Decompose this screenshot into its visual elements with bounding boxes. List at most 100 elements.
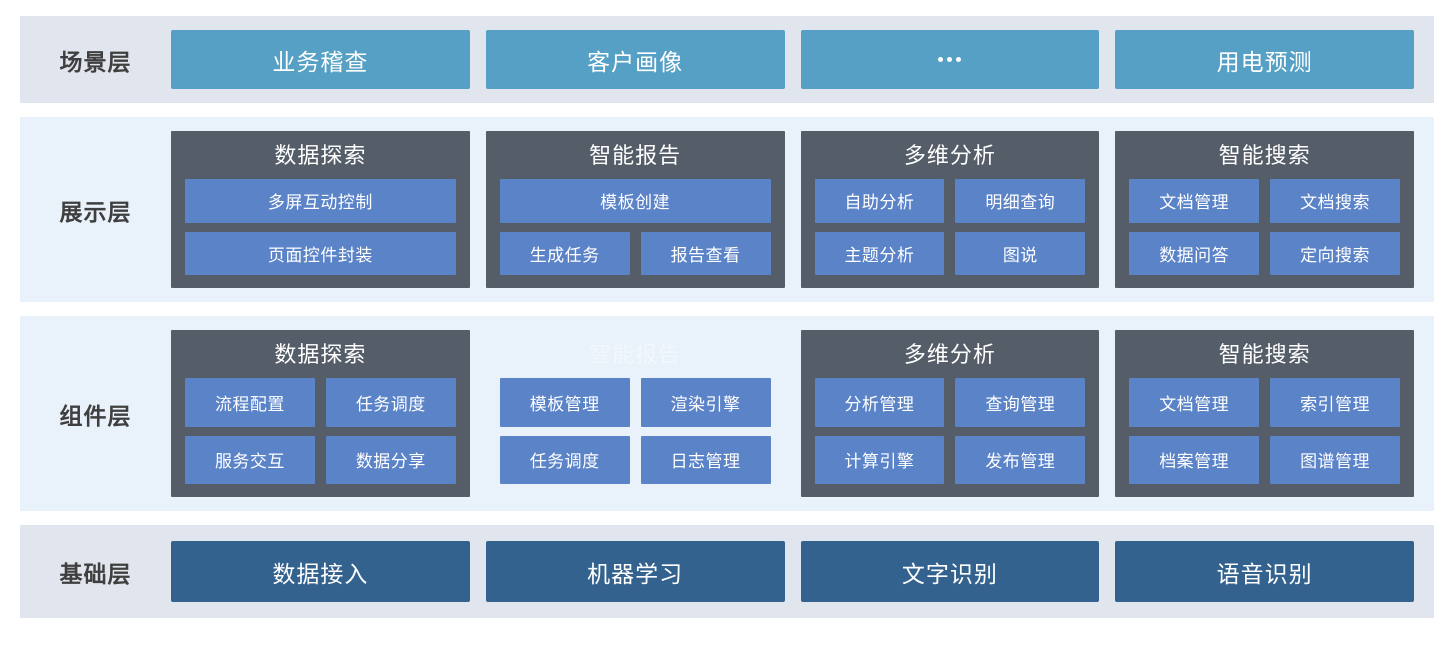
card-presentation-data-exploration[interactable]: 数据探索 多屏互动控制 页面控件封装 xyxy=(171,131,470,288)
chip-document-management[interactable]: 文档管理 xyxy=(1129,179,1260,223)
chip-chart-narrative[interactable]: 图说 xyxy=(955,231,1086,275)
chip-log-management[interactable]: 日志管理 xyxy=(640,435,771,484)
layer-row-presentation: 展示层 数据探索 多屏互动控制 页面控件封装 xyxy=(20,117,1434,302)
ellipsis-icon xyxy=(938,57,962,62)
card-title: 多维分析 xyxy=(903,342,996,367)
chip-row: 数据问答 定向搜索 xyxy=(1129,231,1400,275)
card-title: 智能搜索 xyxy=(1218,342,1311,367)
chip-row: 自助分析 明细查询 xyxy=(814,179,1086,223)
chip-report-view[interactable]: 报告查看 xyxy=(640,231,771,275)
card-body: 分析管理 查询管理 计算引擎 发布管理 xyxy=(814,378,1086,484)
component-cards: 数据探索 流程配置 任务调度 服务交互 数据分享 智能 xyxy=(171,316,1434,511)
scenario-col-3 xyxy=(800,30,1100,89)
chip-row: 页面控件封装 xyxy=(185,231,456,275)
card-title: 多维分析 xyxy=(903,143,996,168)
chip-archive-management[interactable]: 档案管理 xyxy=(1129,435,1260,484)
chip-row: 服务交互 数据分享 xyxy=(185,435,456,484)
chip-row: 文档管理 文档搜索 xyxy=(1129,179,1400,223)
chip-detail-query[interactable]: 明细查询 xyxy=(955,179,1086,223)
presentation-col-3: 多维分析 自助分析 明细查询 主题分析 图说 xyxy=(800,131,1100,288)
presentation-col-4: 智能搜索 文档管理 文档搜索 数据问答 定向搜索 xyxy=(1115,131,1414,288)
component-col-2: 智能报告 模板管理 渲染引擎 任务调度 日志管理 xyxy=(486,330,785,497)
chip-targeted-search[interactable]: 定向搜索 xyxy=(1270,231,1400,275)
card-presentation-multidim-analysis[interactable]: 多维分析 自助分析 明细查询 主题分析 图说 xyxy=(800,131,1100,288)
chip-row: 多屏互动控制 xyxy=(185,179,456,223)
card-body: 流程配置 任务调度 服务交互 数据分享 xyxy=(185,378,456,484)
card-presentation-smart-search[interactable]: 智能搜索 文档管理 文档搜索 数据问答 定向搜索 xyxy=(1115,131,1414,288)
chip-row: 分析管理 查询管理 xyxy=(814,378,1086,427)
foundation-blocks: 数据接入 机器学习 文字识别 语音识别 xyxy=(171,525,1434,618)
chip-template-management[interactable]: 模板管理 xyxy=(499,378,630,427)
chip-flow-config[interactable]: 流程配置 xyxy=(185,378,315,427)
chip-generate-task[interactable]: 生成任务 xyxy=(499,231,630,275)
chip-row: 模板管理 渲染引擎 xyxy=(499,378,771,427)
card-body: 模板管理 渲染引擎 任务调度 日志管理 xyxy=(499,378,771,484)
card-component-smart-search[interactable]: 智能搜索 文档管理 索引管理 档案管理 图谱管理 xyxy=(1115,330,1414,497)
component-col-3: 多维分析 分析管理 查询管理 计算引擎 发布管理 xyxy=(800,330,1100,497)
chip-render-engine[interactable]: 渲染引擎 xyxy=(640,378,771,427)
scenario-col-4: 用电预测 xyxy=(1115,30,1414,89)
chip-index-management[interactable]: 索引管理 xyxy=(1270,378,1400,427)
layer-row-foundation: 基础层 数据接入 机器学习 文字识别 语音识别 xyxy=(20,525,1434,618)
chip-data-sharing[interactable]: 数据分享 xyxy=(325,435,456,484)
chip-publish-management[interactable]: 发布管理 xyxy=(955,435,1086,484)
scenario-block-customer-profile[interactable]: 客户画像 xyxy=(485,30,785,89)
chip-knowledge-graph-management[interactable]: 图谱管理 xyxy=(1270,435,1400,484)
chip-document-search[interactable]: 文档搜索 xyxy=(1270,179,1400,223)
component-col-1: 数据探索 流程配置 任务调度 服务交互 数据分享 xyxy=(171,330,470,497)
chip-task-scheduling[interactable]: 任务调度 xyxy=(325,378,456,427)
scenario-block-business-audit[interactable]: 业务稽查 xyxy=(171,30,470,89)
foundation-col-1: 数据接入 xyxy=(171,541,470,602)
card-title: 智能报告 xyxy=(589,342,682,367)
card-body: 多屏互动控制 页面控件封装 xyxy=(185,179,456,275)
chip-template-create[interactable]: 模板创建 xyxy=(499,179,771,223)
chip-row: 流程配置 任务调度 xyxy=(185,378,456,427)
card-component-data-exploration[interactable]: 数据探索 流程配置 任务调度 服务交互 数据分享 xyxy=(171,330,470,497)
scenario-blocks: 业务稽查 客户画像 用电预测 xyxy=(171,16,1434,103)
layer-label-foundation: 基础层 xyxy=(59,560,132,587)
foundation-block-data-ingestion[interactable]: 数据接入 xyxy=(171,541,470,602)
chip-row: 主题分析 图说 xyxy=(814,231,1086,275)
chip-widget-encapsulation[interactable]: 页面控件封装 xyxy=(185,231,456,275)
scenario-block-more[interactable] xyxy=(800,30,1100,89)
chip-topic-analysis[interactable]: 主题分析 xyxy=(814,231,945,275)
chip-analysis-management[interactable]: 分析管理 xyxy=(814,378,945,427)
layer-label-scenario: 场景层 xyxy=(59,48,132,75)
card-title: 数据探索 xyxy=(274,342,367,367)
chip-self-service-analysis[interactable]: 自助分析 xyxy=(814,179,945,223)
layer-label-presentation: 展示层 xyxy=(59,198,132,225)
card-component-multidim-analysis[interactable]: 多维分析 分析管理 查询管理 计算引擎 发布管理 xyxy=(800,330,1100,497)
chip-service-interaction[interactable]: 服务交互 xyxy=(185,435,315,484)
foundation-col-3: 文字识别 xyxy=(800,541,1100,602)
scenario-block-power-forecast[interactable]: 用电预测 xyxy=(1115,30,1414,89)
card-presentation-smart-report[interactable]: 智能报告 模板创建 生成任务 报告查看 xyxy=(485,131,785,288)
card-title: 智能搜索 xyxy=(1218,143,1311,168)
foundation-col-4: 语音识别 xyxy=(1115,541,1414,602)
chip-task-scheduling[interactable]: 任务调度 xyxy=(499,435,630,484)
card-component-smart-report[interactable]: 智能报告 模板管理 渲染引擎 任务调度 日志管理 xyxy=(486,330,785,497)
chip-row: 文档管理 索引管理 xyxy=(1129,378,1400,427)
foundation-block-machine-learning[interactable]: 机器学习 xyxy=(485,541,785,602)
foundation-block-speech-recognition[interactable]: 语音识别 xyxy=(1115,541,1414,602)
chip-query-management[interactable]: 查询管理 xyxy=(955,378,1086,427)
chip-multi-screen-control[interactable]: 多屏互动控制 xyxy=(185,179,456,223)
chip-row: 生成任务 报告查看 xyxy=(499,231,771,275)
card-body: 文档管理 文档搜索 数据问答 定向搜索 xyxy=(1129,179,1400,275)
chip-row: 计算引擎 发布管理 xyxy=(814,435,1086,484)
scenario-col-1: 业务稽查 xyxy=(171,30,470,89)
chip-data-qa[interactable]: 数据问答 xyxy=(1129,231,1260,275)
chip-compute-engine[interactable]: 计算引擎 xyxy=(814,435,945,484)
foundation-col-2: 机器学习 xyxy=(485,541,785,602)
card-body: 文档管理 索引管理 档案管理 图谱管理 xyxy=(1129,378,1400,484)
layer-row-scenario: 场景层 业务稽查 客户画像 用电预测 xyxy=(20,16,1434,103)
presentation-cards: 数据探索 多屏互动控制 页面控件封装 智能报告 xyxy=(171,117,1434,302)
chip-document-management[interactable]: 文档管理 xyxy=(1129,378,1260,427)
layer-row-component: 组件层 数据探索 流程配置 任务调度 服务交互 数据分享 xyxy=(20,316,1434,511)
layer-label-component: 组件层 xyxy=(59,402,132,429)
foundation-block-ocr[interactable]: 文字识别 xyxy=(800,541,1100,602)
card-title: 数据探索 xyxy=(274,143,367,168)
card-body: 自助分析 明细查询 主题分析 图说 xyxy=(814,179,1086,275)
presentation-col-1: 数据探索 多屏互动控制 页面控件封装 xyxy=(171,131,470,288)
card-title: 智能报告 xyxy=(589,143,682,168)
